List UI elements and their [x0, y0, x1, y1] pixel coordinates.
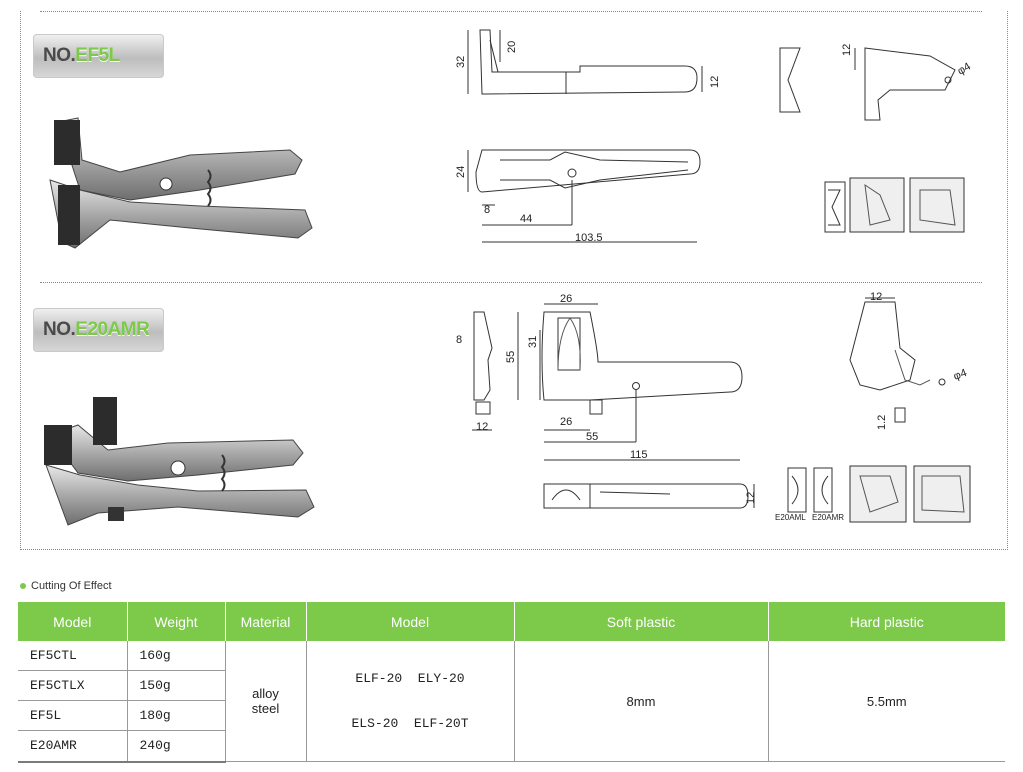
dim-12-blade2: 12	[870, 291, 882, 303]
product-badge-e20amr: NO.E20AMR	[33, 308, 164, 352]
dim-12-blade: 12	[841, 44, 853, 56]
top-divider	[40, 11, 982, 12]
table-row: EF5L 180g	[18, 700, 1005, 732]
dim-12-bottom: 12	[745, 492, 757, 504]
badge-code: EF5L	[75, 45, 120, 66]
dim-8-profile: 8	[456, 334, 462, 346]
cell-model: EF5L	[18, 700, 128, 732]
ef5l-blade-detail: 12 φ4	[779, 44, 973, 233]
header-material: Material	[225, 602, 307, 641]
table-row: EF5CTL 160g alloy steel ELF-20 ELY-20 EL…	[18, 641, 1005, 762]
blade-label-e20amr: E20AMR	[812, 513, 844, 522]
compatible-line: ELF-20 ELY-20	[355, 671, 465, 686]
cell-hard-plastic: 5.5mm	[768, 641, 1005, 762]
header-hard-plastic: Hard plastic	[768, 602, 1005, 641]
e20amr-blade-detail: 12 φ4 1.2 E20AML E20AMR	[775, 291, 971, 523]
dim-phi4: φ4	[956, 61, 973, 78]
dim-103-5: 103.5	[575, 232, 603, 244]
dim-55-height: 55	[505, 351, 517, 363]
header-soft-plastic: Soft plastic	[514, 602, 769, 641]
dim-26-top: 26	[560, 293, 572, 305]
dim-24: 24	[455, 166, 467, 178]
cell-model: EF5CTLX	[18, 670, 128, 702]
e20amr-product-image	[44, 397, 315, 526]
ef5l-technical-drawing: 32 20 12 24 8 44 103.5	[455, 29, 721, 244]
cutting-effect-label: Cutting Of Effect	[20, 580, 112, 592]
product-frame	[20, 11, 1008, 550]
dim-44: 44	[520, 213, 532, 225]
cell-model: EF5CTL	[18, 641, 128, 672]
cell-weight: 150g	[127, 670, 226, 702]
dim-31: 31	[527, 336, 539, 348]
cell-weight: 160g	[127, 641, 226, 672]
blade-label-e20aml: E20AML	[775, 513, 806, 522]
ef5l-product-image	[49, 117, 313, 249]
bullet-icon	[20, 583, 26, 589]
material-line: alloy	[252, 686, 279, 701]
dim-20: 20	[506, 41, 518, 53]
header-compatible-model: Model	[306, 602, 515, 641]
cell-soft-plastic: 8mm	[514, 641, 769, 762]
dim-phi4-2: φ4	[952, 367, 969, 383]
spec-table: Model Weight Material Model Soft plastic…	[18, 602, 1005, 763]
badge-prefix: NO.	[43, 319, 76, 340]
e20amr-technical-drawing: 8 12 26 55 31 26 55 115 12	[456, 293, 757, 509]
cell-weight: 180g	[127, 700, 226, 732]
material-line: steel	[251, 701, 280, 716]
header-model: Model	[18, 602, 128, 641]
table-row: E20AMR 240g	[18, 730, 1005, 763]
dim-32: 32	[455, 56, 467, 68]
header-weight: Weight	[127, 602, 226, 641]
table-header-row: Model Weight Material Model Soft plastic…	[18, 602, 1005, 641]
dim-1-2: 1.2	[876, 415, 888, 430]
cell-model: E20AMR	[18, 730, 128, 763]
compatible-line: ELS-20 ELF-20T	[351, 716, 469, 731]
dim-115: 115	[630, 449, 648, 461]
badge-prefix: NO.	[43, 45, 76, 66]
dim-55-length: 55	[586, 431, 598, 443]
section-divider	[40, 282, 982, 283]
product-badge-ef5l: NO.EF5L	[33, 34, 164, 78]
dim-12-side: 12	[709, 76, 721, 88]
cell-weight: 240g	[127, 730, 226, 763]
badge-code: E20AMR	[75, 319, 150, 340]
dim-8: 8	[484, 204, 490, 216]
table-row: EF5CTLX 150g	[18, 670, 1005, 702]
dim-12-profile: 12	[476, 421, 488, 433]
cell-material: alloy steel	[225, 641, 307, 762]
cell-compatible-models: ELF-20 ELY-20 ELS-20 ELF-20T	[306, 641, 515, 762]
dim-26-bottom: 26	[560, 416, 572, 428]
section-title: Cutting Of Effect	[31, 580, 112, 592]
